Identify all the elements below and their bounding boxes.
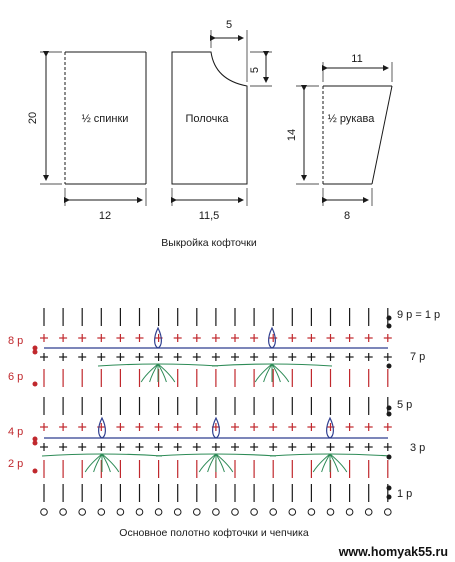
- back-height: 20: [27, 112, 39, 124]
- back-width: 12: [99, 210, 111, 222]
- front-neck-width: 5: [226, 19, 232, 31]
- shell-fan-upper: [140, 363, 159, 383]
- stitch-chain: [97, 508, 106, 516]
- row-label-left: 8 р: [8, 335, 23, 347]
- cluster-upper: [154, 326, 162, 349]
- row-marker-right: [386, 411, 392, 417]
- stitch-chain: [173, 508, 182, 516]
- shell-fan-upper: [271, 363, 281, 383]
- shell-fan-lower: [101, 453, 111, 473]
- sleeve-height: 14: [286, 129, 298, 141]
- cluster-lower: [212, 416, 220, 439]
- stitch-chart: 8 р 6 р 4 р 2 р 9 р = 1 р 7 р 5 р 3 р 1 р: [8, 308, 440, 516]
- chart-caption: Основное полотно кофточки и чепчика: [119, 527, 309, 539]
- row-marker-left: [32, 349, 38, 355]
- sleeve-bottom-width: 8: [344, 210, 350, 222]
- row-label-right: 5 р: [397, 399, 412, 411]
- stitch-chain: [269, 508, 278, 516]
- front-width: 11,5: [199, 210, 220, 222]
- stitch-chain: [364, 508, 373, 516]
- row-label-right: 7 р: [410, 351, 425, 363]
- back-piece: [40, 51, 147, 206]
- front-neck-depth: 5: [249, 67, 261, 73]
- row-marker-right: [386, 405, 392, 411]
- stitch-chain: [116, 508, 125, 516]
- cluster-lower: [326, 416, 334, 439]
- shell-fan-upper: [157, 363, 167, 383]
- row-marker-left: [32, 440, 38, 446]
- stitch-chain: [59, 508, 67, 516]
- row-marker-right: [386, 485, 392, 491]
- shell-fan-lower: [101, 453, 120, 473]
- row-marker-left: [32, 345, 38, 351]
- sleeve-piece: [296, 62, 393, 206]
- shell-fan-lower: [329, 453, 348, 473]
- stitch-chain: [40, 508, 48, 516]
- row-marker-right: [386, 494, 392, 500]
- row-marker-right: [386, 323, 392, 329]
- stitch-chain: [384, 508, 392, 516]
- shell-fan-upper: [263, 363, 273, 383]
- shell-fan-lower: [198, 453, 217, 473]
- stitch-chain: [231, 508, 239, 516]
- stitch-chain: [154, 508, 163, 516]
- cluster-upper: [268, 326, 276, 349]
- back-label: ½ спинки: [82, 113, 129, 125]
- stitch-chain: [193, 508, 201, 516]
- shell-fan-lower: [312, 453, 331, 473]
- row-marker-left: [32, 468, 38, 474]
- row-label-left: 2 р: [8, 458, 23, 470]
- stitch-chain: [288, 508, 297, 516]
- row-marker-right: [386, 315, 392, 321]
- front-piece: [171, 30, 272, 206]
- shell-fan-lower: [215, 453, 225, 473]
- shell-fan-lower: [329, 453, 339, 473]
- row-label-right: 9 р = 1 р: [397, 309, 440, 321]
- row-marker-left: [32, 436, 38, 442]
- watermark: www.homyak55.ru: [338, 545, 448, 559]
- stitch-chain: [326, 508, 335, 516]
- row-label-left: 6 р: [8, 371, 23, 383]
- shell-fan-upper: [271, 363, 290, 383]
- sleeve-label: ½ рукава: [328, 113, 376, 125]
- stitch-chain: [135, 508, 144, 516]
- shell-fan-lower: [321, 453, 331, 473]
- stitch-chain: [212, 508, 220, 516]
- stitch-chain: [307, 508, 316, 516]
- row-label-right: 3 р: [410, 442, 425, 454]
- shell-fan-lower: [207, 453, 217, 473]
- stitch-chain: [78, 508, 86, 516]
- shell-fan-upper: [149, 363, 159, 383]
- front-label: Полочка: [185, 113, 229, 125]
- shell-fan-lower: [215, 453, 234, 473]
- shell-fan-upper: [157, 363, 176, 383]
- row-marker-right: [386, 363, 392, 369]
- row-label-left: 4 р: [8, 426, 23, 438]
- stitch-chain: [250, 508, 258, 516]
- stitch-chain: [345, 508, 354, 516]
- cluster-lower: [98, 416, 106, 439]
- shell-fan-lower: [93, 453, 103, 473]
- row-label-right: 1 р: [397, 488, 412, 500]
- shell-fan-lower: [84, 453, 103, 473]
- row-marker-right: [386, 454, 392, 460]
- row-marker-left: [32, 381, 38, 387]
- shell-fan-upper: [254, 363, 273, 383]
- sleeve-top-width: 11: [351, 53, 362, 65]
- pattern-caption: Выкройка кофточки: [161, 237, 257, 249]
